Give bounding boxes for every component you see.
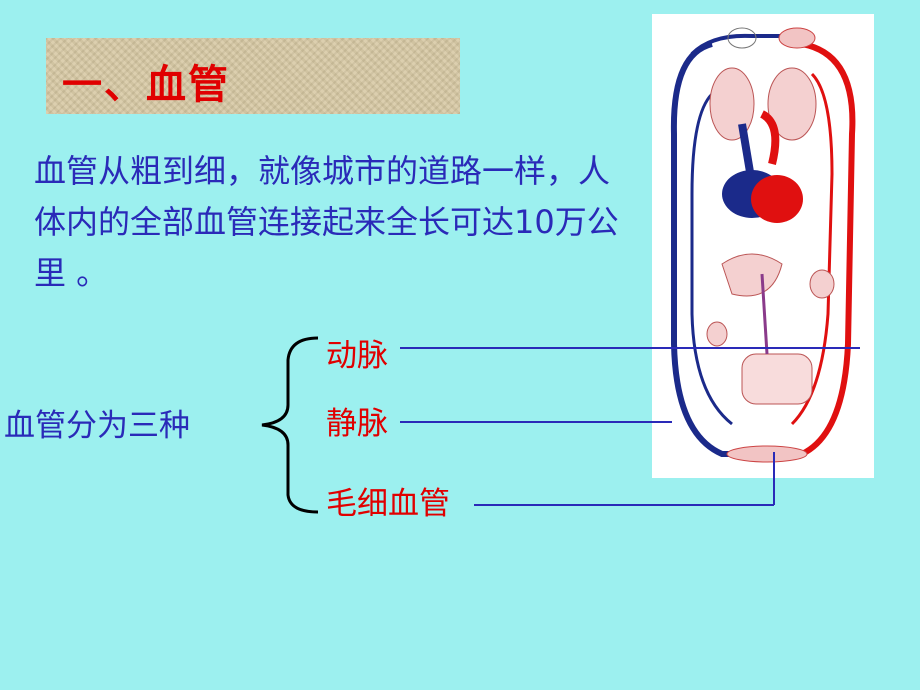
capillary-net-legs	[726, 445, 808, 463]
capillary-label: 毛细血管	[326, 486, 450, 522]
artery-outer-right	[772, 41, 856, 457]
brace	[261, 336, 319, 514]
capillary-net-head-right	[778, 27, 816, 49]
lung-right	[767, 67, 817, 141]
artery-label: 动脉	[326, 338, 388, 374]
liver	[721, 253, 783, 297]
capillary-net-head-left	[727, 27, 757, 49]
portal-vein	[760, 273, 769, 355]
vein-inner	[690, 92, 733, 426]
aorta	[759, 110, 780, 165]
stomach	[809, 269, 835, 299]
title-banner: 一、血管	[46, 38, 460, 114]
intestines	[741, 353, 813, 405]
slide-title: 一、血管	[62, 62, 230, 108]
classification-label: 血管分为三种	[4, 408, 190, 444]
kidney	[706, 321, 728, 347]
vein-upper	[690, 33, 812, 56]
lung-left	[709, 67, 755, 141]
heart-left	[751, 175, 803, 223]
vein-outer-left	[670, 41, 762, 457]
circulatory-system-svg	[670, 27, 856, 463]
description-text: 血管从粗到细，就像城市的道路一样，人体内的全部血管连接起来全长可达10万公里 。	[34, 152, 619, 292]
circulatory-system-illustration	[652, 14, 874, 478]
vein-label: 静脉	[326, 406, 388, 442]
